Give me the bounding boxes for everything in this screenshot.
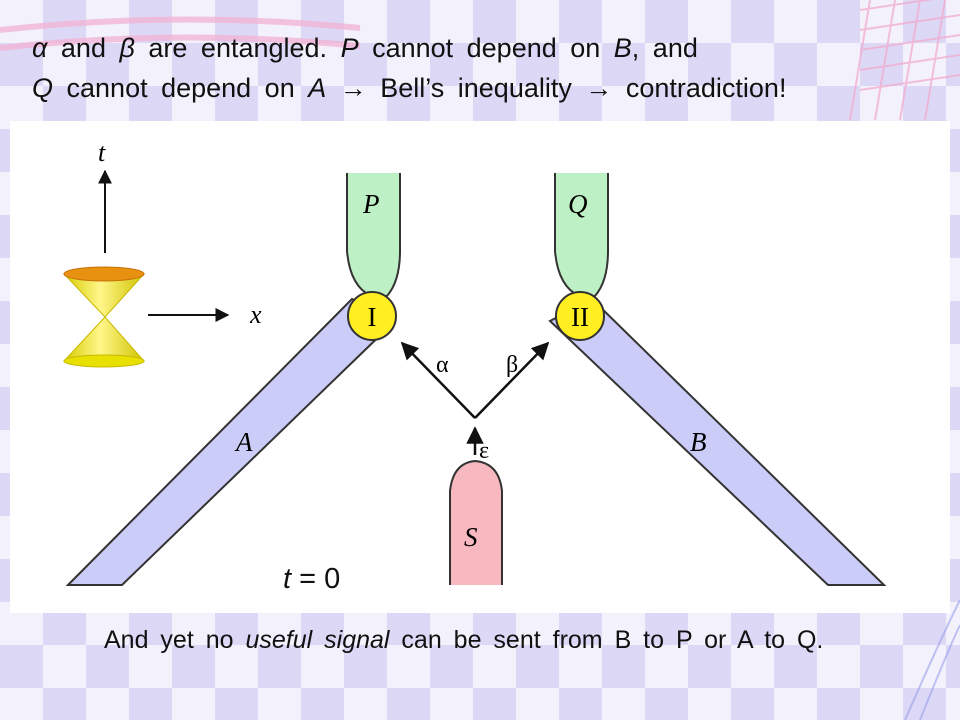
- node-I-label: I: [368, 302, 377, 332]
- label-Q: Q: [568, 189, 588, 219]
- B-symbol: B: [613, 33, 632, 63]
- label-epsilon: ε: [479, 438, 489, 464]
- beta-symbol: β: [119, 33, 135, 63]
- region-B: [548, 297, 887, 586]
- node-II: [555, 291, 605, 341]
- Q-symbol: Q: [32, 73, 54, 103]
- headline-line-1: α and β are entangled. P cannot depend o…: [32, 28, 952, 68]
- footnote-emphasis: useful signal: [245, 626, 390, 654]
- spacetime-diagram: t x I II P Q A B S α β ε: [62, 138, 887, 586]
- A-symbol: A: [308, 73, 327, 103]
- region-S: [449, 459, 503, 585]
- headline-text: , and: [631, 33, 698, 63]
- node-I: [347, 291, 397, 341]
- headline: α and β are entangled. P cannot depend o…: [32, 28, 952, 108]
- time-zero-label: t = 0: [283, 563, 340, 596]
- footnote-text: can be sent from B to P or A to Q.: [389, 626, 824, 654]
- beta-path: [474, 341, 550, 419]
- label-beta: β: [506, 352, 518, 378]
- headline-line-2: Q cannot depend on A → Bell’s inequality…: [32, 68, 952, 108]
- headline-text: and: [47, 33, 120, 63]
- label-B: B: [690, 427, 707, 457]
- footnote: And yet no useful signal can be sent fro…: [104, 622, 904, 658]
- footnote-text: And yet no: [104, 626, 246, 654]
- headline-text: → Bell’s inequality → contradiction!: [326, 73, 787, 103]
- P-symbol: P: [340, 33, 359, 63]
- node-II-label: II: [571, 302, 589, 332]
- light-cone-icon: [62, 266, 146, 368]
- headline-text: are entangled.: [134, 33, 341, 63]
- alpha-path: [400, 341, 476, 419]
- headline-text: cannot depend on: [53, 73, 309, 103]
- label-P: P: [362, 189, 380, 219]
- label-A: A: [234, 427, 253, 457]
- time-equals-zero: = 0: [299, 563, 341, 595]
- label-alpha: α: [436, 352, 449, 378]
- t-axis-label: t: [98, 138, 106, 167]
- diagram-panel: t x I II P Q A B S α β ε: [10, 121, 950, 613]
- time-variable: t: [283, 563, 292, 595]
- headline-text: cannot depend on: [358, 33, 614, 63]
- label-S: S: [464, 522, 478, 552]
- alpha-symbol: α: [32, 33, 48, 63]
- x-axis-label: x: [249, 300, 262, 329]
